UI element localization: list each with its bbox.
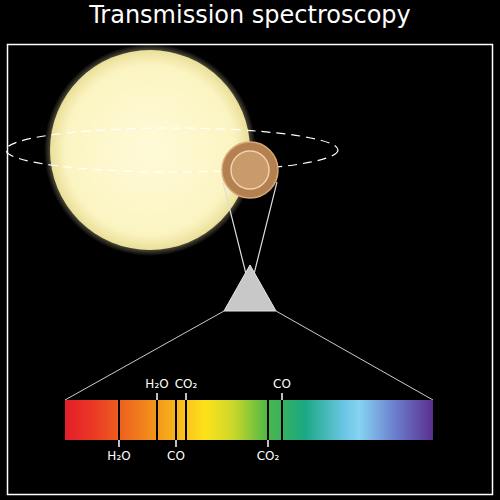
planet [231, 151, 269, 189]
frame [8, 45, 493, 495]
molecule-label: H₂O [107, 449, 130, 463]
label-tick [118, 440, 120, 447]
label-tick [156, 393, 158, 400]
label-tick [267, 440, 269, 447]
title: Transmission spectroscopy [89, 1, 411, 29]
absorption-line [281, 400, 283, 440]
dispersion-line [276, 311, 433, 400]
molecule-label: CO [167, 449, 185, 463]
label-tick [281, 393, 283, 400]
orbit [6, 128, 338, 172]
star [50, 50, 250, 250]
molecule-label: CO₂ [175, 377, 198, 391]
planet-atmosphere [222, 142, 278, 198]
star-glow [44, 44, 256, 256]
spectrum-bar [65, 400, 433, 440]
absorption-line [156, 400, 158, 440]
molecule-label: CO₂ [257, 449, 280, 463]
absorption-lines [119, 393, 282, 447]
absorption-line [175, 400, 177, 440]
absorption-line [118, 400, 120, 440]
absorption-line [185, 400, 187, 440]
label-tick [175, 440, 177, 447]
molecule-label: H₂O [145, 377, 168, 391]
dispersion-line [65, 311, 224, 400]
absorption-line [267, 400, 269, 440]
prism [224, 265, 276, 311]
label-tick [185, 393, 187, 400]
molecule-label: CO [273, 377, 291, 391]
